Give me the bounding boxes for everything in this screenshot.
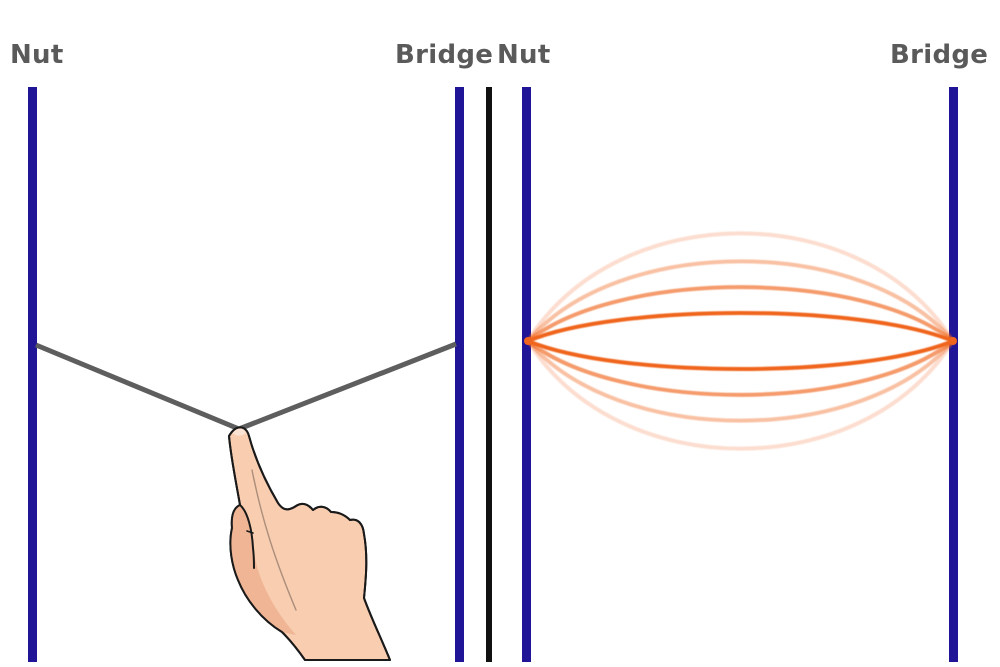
- nut-bar-left: [28, 87, 37, 662]
- bridge-label-left: Bridge: [395, 40, 494, 70]
- vibration-curve: [526, 259, 955, 343]
- bridge-anchor-point: [949, 337, 957, 345]
- bridge-bar-right: [949, 87, 958, 662]
- nut-bar-right: [522, 87, 531, 662]
- vibration-curve: [526, 339, 955, 397]
- nut-label-right: Nut: [497, 40, 551, 70]
- left-panel-plucked: [28, 87, 464, 662]
- right-panel-vibrating: [522, 87, 958, 662]
- vibration-curve: [526, 339, 955, 451]
- nut-anchor-point: [524, 337, 532, 345]
- plucked-string: [35, 341, 457, 432]
- vibration-curve: [526, 285, 955, 343]
- vibration-curve: [526, 339, 955, 423]
- bridge-label-right: Bridge: [890, 40, 989, 70]
- vibration-curve: [526, 339, 955, 371]
- vibration-curves: [524, 231, 957, 451]
- panel-divider: [486, 87, 492, 662]
- nut-label-left: Nut: [10, 40, 64, 70]
- bridge-bar-left: [455, 87, 464, 662]
- vibration-curve: [526, 311, 955, 343]
- vibration-curve: [526, 231, 955, 343]
- pointing-hand-icon: [228, 426, 391, 661]
